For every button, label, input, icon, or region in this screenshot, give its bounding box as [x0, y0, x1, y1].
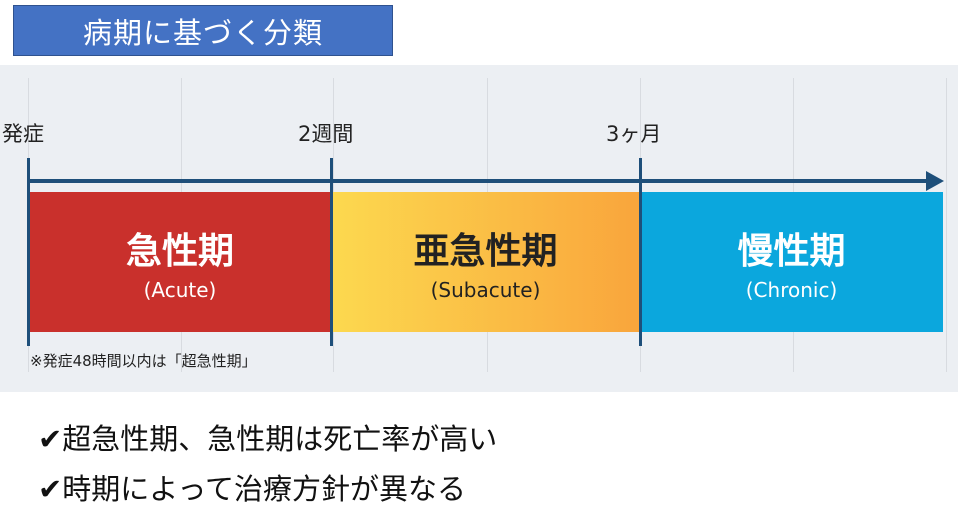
bullet-point: ✔時期によって治療方針が異なる [38, 472, 466, 506]
time-axis [28, 179, 933, 183]
marker-2-weeks: 2週間 [298, 122, 354, 146]
grid-line [946, 78, 947, 372]
marker-onset: 発症 [2, 122, 44, 146]
phase-subacute: 亜急性期 (Subacute) [331, 192, 640, 332]
slide-title: 病期に基づく分類 [13, 5, 393, 56]
bullet-point: ✔超急性期、急性期は死亡率が高い [38, 422, 498, 456]
phase-acute: 急性期 (Acute) [29, 192, 331, 332]
arrow-head-icon [926, 171, 944, 191]
phase-english: (Chronic) [745, 278, 838, 302]
tick-onset [27, 158, 30, 346]
marker-3-months: 3ヶ月 [606, 122, 662, 146]
tick-3-months [639, 158, 642, 346]
tick-2-weeks [330, 158, 333, 346]
phase-chronic: 慢性期 (Chronic) [640, 192, 943, 332]
hyperacute-note: ※発症48時間以内は「超急性期」 [30, 352, 257, 370]
phase-english: (Acute) [143, 278, 217, 302]
phase-name: 慢性期 [737, 231, 846, 272]
phase-name: 亜急性期 [413, 231, 558, 272]
phase-name: 急性期 [125, 231, 234, 272]
phase-english: (Subacute) [430, 278, 541, 302]
